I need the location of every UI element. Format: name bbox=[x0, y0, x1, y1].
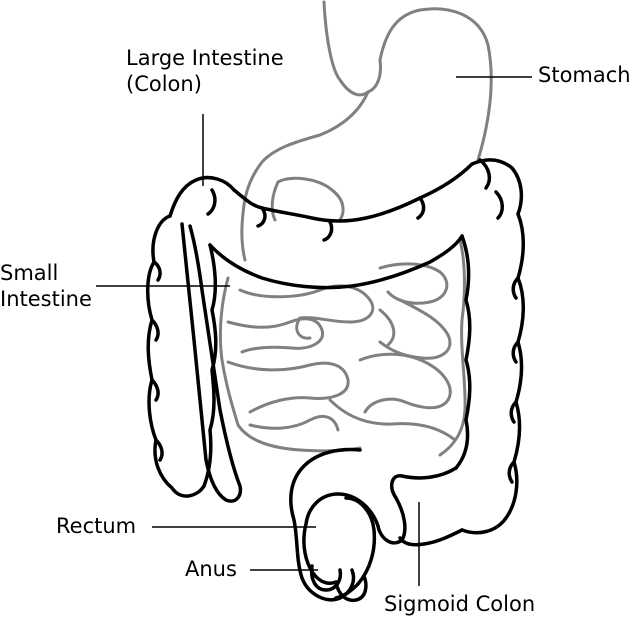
label-small-intestine: Small Intestine bbox=[0, 260, 92, 313]
label-large-intestine: Large Intestine (Colon) bbox=[126, 45, 284, 98]
stomach-shape bbox=[240, 0, 493, 262]
label-sigmoid-colon: Sigmoid Colon bbox=[384, 592, 536, 616]
label-anus: Anus bbox=[185, 557, 237, 581]
small-intestine-shape bbox=[218, 238, 467, 457]
label-large-intestine-line1: Large Intestine bbox=[126, 46, 284, 70]
large-intestine-shape bbox=[146, 158, 526, 603]
leader-lines bbox=[96, 76, 532, 586]
label-small-intestine-line2: Intestine bbox=[0, 287, 92, 312]
label-stomach: Stomach bbox=[538, 63, 631, 87]
label-small-intestine-line1: Small bbox=[0, 261, 59, 285]
label-large-intestine-line2: (Colon) bbox=[126, 72, 202, 97]
label-rectum: Rectum bbox=[56, 514, 137, 538]
